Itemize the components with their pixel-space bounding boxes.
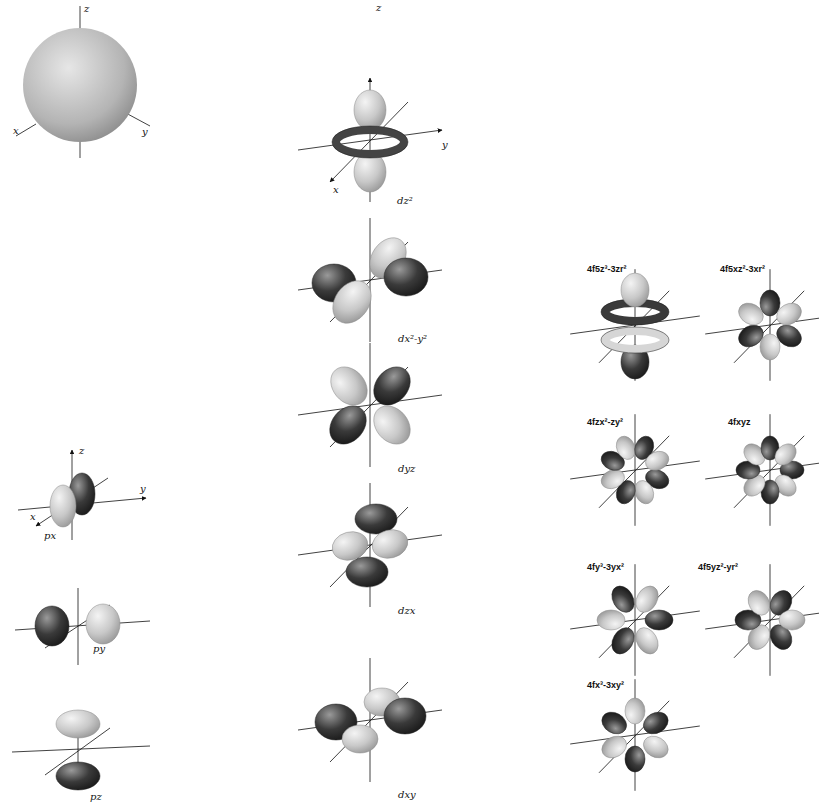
orbital-torus — [605, 331, 665, 349]
orbital-lobe — [366, 360, 418, 413]
orbital-lobe — [384, 258, 428, 296]
orbital-label: 4f5z³-3zr² — [587, 265, 627, 274]
axis-line — [734, 436, 804, 508]
axis-label: y — [140, 484, 146, 494]
axis-label: x — [333, 185, 339, 195]
orbital-lobe — [346, 557, 388, 587]
orbital-lobe — [323, 360, 375, 413]
orbital-label: 4fxyz — [728, 418, 751, 427]
orbital-lobe — [86, 604, 120, 644]
axis-line — [16, 124, 36, 136]
orbital-lobe — [354, 90, 386, 130]
orbital-lobe — [366, 399, 418, 452]
orbital-lobe — [645, 610, 673, 630]
orbital-lobe — [640, 732, 673, 762]
axis-label: z — [84, 4, 89, 14]
orbital-lobe — [779, 610, 805, 630]
orbital-lobe — [773, 299, 806, 329]
orbital-label: dz² — [397, 196, 413, 206]
orbital-lobe — [625, 746, 645, 772]
axis-line — [298, 535, 442, 555]
orbital-lobe — [50, 485, 76, 527]
orbital-label: 4f5xz²-3xr² — [720, 265, 765, 274]
orbital-lobe — [643, 448, 672, 474]
orbital-label: py — [93, 644, 105, 654]
axis-line — [570, 611, 700, 629]
orbital-label: 4f5yz²-yr² — [698, 563, 738, 572]
orbital-lobe — [631, 582, 662, 616]
orbital-label: 4fy³-3yx² — [587, 563, 624, 572]
orbital-label: dzx — [398, 606, 415, 616]
axis-line — [734, 586, 804, 658]
axis-line — [298, 395, 442, 415]
orbital-lobe — [760, 290, 780, 316]
axis-line — [570, 461, 700, 479]
orbital-label: pz — [90, 792, 102, 802]
orbital-label: dyz — [398, 464, 415, 474]
orbital-lobe — [384, 698, 426, 734]
orbital-lobe — [735, 321, 768, 351]
orbital-label: dxy — [398, 790, 416, 800]
orbital-torus — [336, 130, 404, 154]
axis-label: y — [142, 127, 148, 137]
axis-line — [734, 291, 804, 363]
orbital-lobe — [607, 582, 638, 616]
orbital-lobe — [631, 624, 662, 658]
axis-label: x — [30, 512, 36, 522]
orbital-lobe — [598, 732, 631, 762]
orbital-lobe — [771, 440, 801, 470]
orbital-lobe — [625, 698, 645, 724]
orbital-lobe — [744, 587, 774, 620]
orbital-lobe — [640, 708, 673, 738]
orbital-label: 4fzx²-zy² — [587, 418, 623, 427]
orbital-label: dx²-y² — [398, 334, 427, 344]
axis-label: z — [376, 3, 381, 13]
orbital-lobe — [621, 273, 649, 307]
s-orbital — [23, 28, 137, 142]
orbital-label: px — [44, 531, 56, 541]
axis-label: x — [13, 126, 19, 136]
orbital-lobe — [342, 725, 378, 753]
orbital-lobe — [56, 710, 100, 738]
orbital-shapes — [12, 6, 819, 791]
orbital-label: 4fx³-3xy² — [587, 681, 624, 690]
axis-label: y — [442, 140, 448, 150]
orbital-lobe — [597, 610, 625, 630]
orbital-lobe — [322, 399, 374, 452]
orbital-lobe — [35, 606, 69, 646]
orbital-lobe — [325, 273, 379, 330]
orbital-lobe — [760, 334, 780, 360]
orbital-lobe — [369, 526, 411, 562]
orbital-lobe — [56, 762, 100, 790]
axis-line — [570, 726, 700, 744]
axis-label: z — [79, 446, 84, 456]
axis-line — [80, 6, 81, 30]
orbital-lobe — [329, 528, 371, 564]
axis-line — [80, 142, 81, 158]
